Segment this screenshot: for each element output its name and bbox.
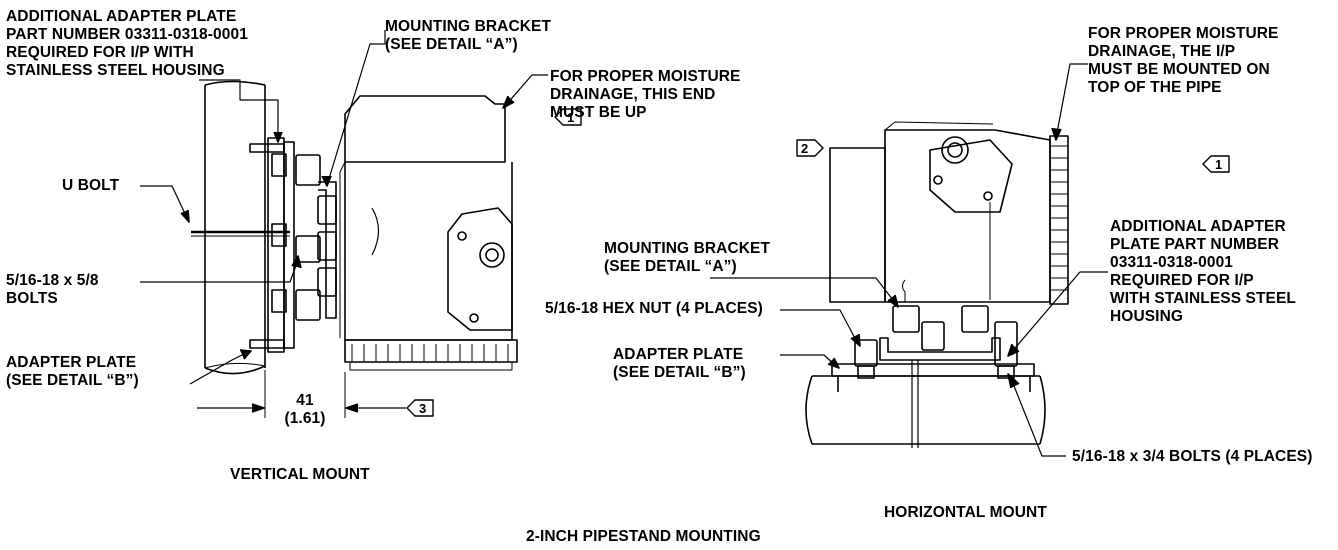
vertical-mount-drawing [140,30,548,418]
vertical-pipe [204,85,266,368]
horizontal-bracket [879,337,1001,361]
note-flag-2 [796,139,824,157]
note-flag-1-vertical [554,108,582,126]
hex-nut-label: 5/16-18 HEX NUT (4 PLACES) [545,300,763,317]
note-flag-3-number: 3 [419,401,426,416]
vertical-adapter-plate-label: ADAPTER PLATE (SEE DETAIL “B”) [6,354,139,389]
note-flag-1-horizontal [1202,155,1230,173]
note-flag-1-horizontal-number: 1 [1215,157,1222,172]
note-flag-3 [406,399,434,417]
horizontal-adapter-plate-note: ADDITIONAL ADAPTER PLATE PART NUMBER 033… [1110,218,1296,325]
horizontal-bracket-label: MOUNTING BRACKET (SEE DETAIL “A”) [604,240,771,275]
horizontal-pipe [812,375,1040,445]
horizontal-mount-title: HORIZONTAL MOUNT [884,504,1047,521]
u-bolt-horizontal [911,360,919,448]
horizontal-drainage-note: FOR PROPER MOISTURE DRAINAGE, THE I/P MU… [1088,25,1279,96]
horizontal-mount-drawing [710,63,1108,457]
figure-title: 2-INCH PIPESTAND MOUNTING [526,528,761,545]
u-bolt-label: U BOLT [62,177,120,194]
mounting-bracket [318,181,337,319]
vertical-bolts-label: 5/16-18 x 5/8 BOLTS [6,272,99,307]
horizontal-bolts-label: 5/16-18 x 3/4 BOLTS (4 PLACES) [1072,448,1313,465]
horizontal-adapter-plate-label: ADAPTER PLATE (SEE DETAIL “B”) [613,346,746,381]
note-flag-2-number: 2 [801,141,808,156]
vertical-drainage-note: FOR PROPER MOISTURE DRAINAGE, THIS END M… [550,68,741,121]
note-flag-1-vertical-number: 1 [567,110,574,125]
vertical-adapter-plate-note: ADDITIONAL ADAPTER PLATE PART NUMBER 033… [6,8,248,79]
vertical-housing [344,95,506,163]
dimension-label: 41 (1.61) [284,392,326,427]
vertical-bracket-label: MOUNTING BRACKET (SEE DETAIL “A”) [385,18,552,53]
vertical-mount-title: VERTICAL MOUNT [230,466,370,483]
